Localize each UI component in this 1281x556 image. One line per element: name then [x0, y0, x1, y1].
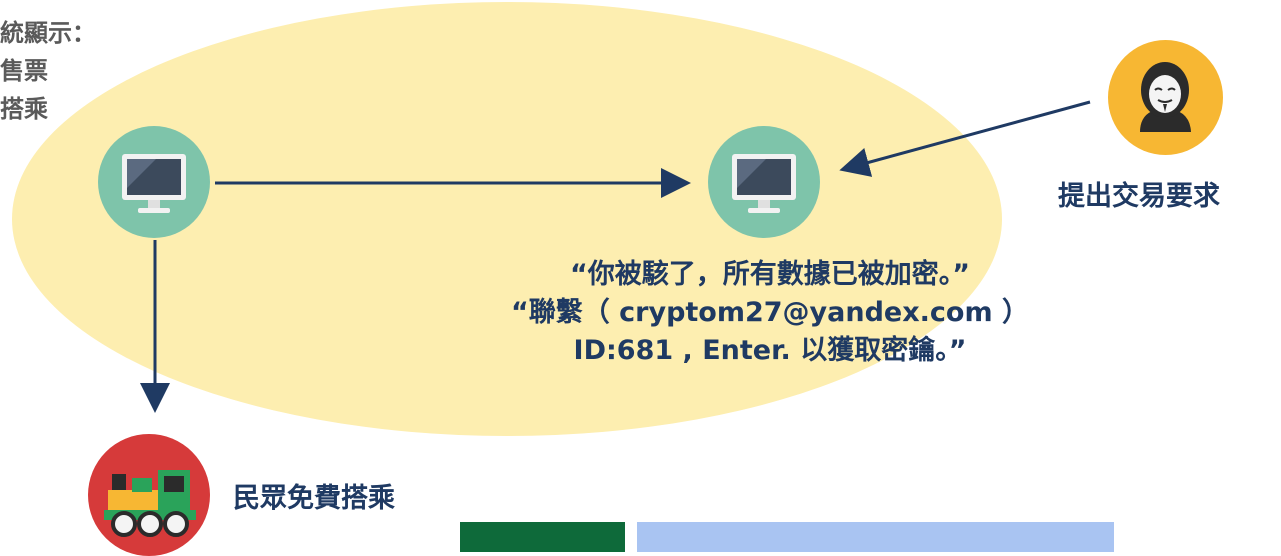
system-display-line1: 統顯示： — [0, 19, 96, 47]
train-icon — [88, 434, 210, 556]
footer-bar-blue — [637, 522, 1114, 552]
system-display-line3: 搭乘 — [0, 95, 48, 123]
monitor-icon — [708, 126, 820, 238]
ransom-message: “你被駭了，所有數據已被加密。” “聯繫（ cryptom27@yandex.c… — [440, 256, 1100, 370]
monitor-icon — [98, 126, 210, 238]
ransom-line2: “聯繫（ cryptom27@yandex.com ） — [511, 297, 1029, 328]
ransom-line3: ID:681 , Enter. 以獲取密鑰。” — [573, 335, 967, 366]
ransom-line1: “你被駭了，所有數據已被加密。” — [570, 259, 970, 290]
train-label: 民眾免費搭乘 — [233, 483, 395, 514]
system-display-text: 統顯示： 售票 搭乘 — [0, 14, 96, 128]
system-display-line2: 售票 — [0, 57, 48, 85]
hacker-mask-icon — [1108, 40, 1223, 155]
footer-bar-green — [460, 522, 625, 552]
hacker-label: 提出交易要求 — [1058, 181, 1220, 212]
